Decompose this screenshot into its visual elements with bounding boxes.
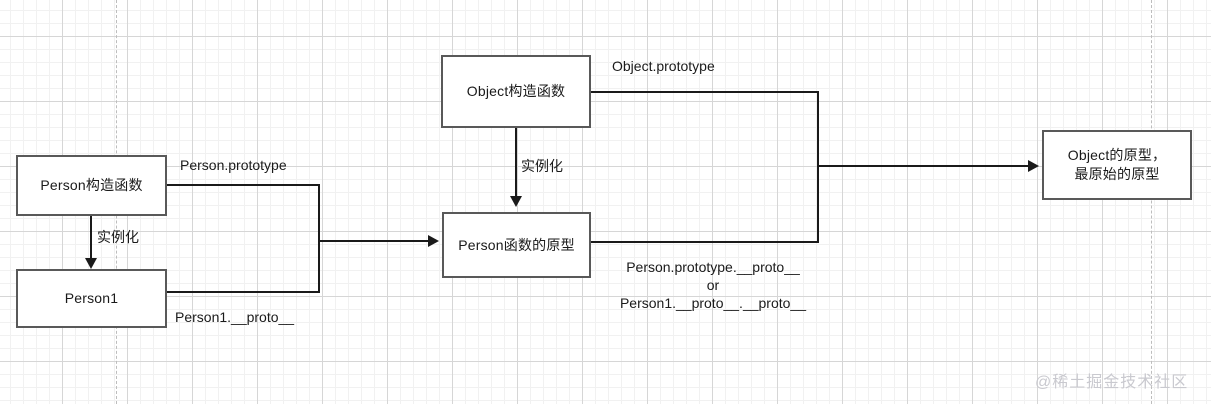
arrowhead-person-prototype bbox=[428, 235, 439, 247]
node-object-constructor[interactable]: Object构造函数 bbox=[441, 55, 591, 128]
arrowhead-person-instantiate bbox=[85, 258, 97, 269]
arrowhead-object-instantiate bbox=[510, 196, 522, 207]
edge-object-joiner-to-object-prototype bbox=[817, 165, 1034, 167]
edge-person-joiner-vertical bbox=[318, 184, 320, 293]
arrowhead-object-prototype bbox=[1028, 160, 1039, 172]
node-person1-instance[interactable]: Person1 bbox=[16, 269, 167, 328]
node-object-prototype-label-line1: Object的原型， bbox=[1067, 147, 1167, 163]
watermark: @稀土掘金技术社区 bbox=[1035, 374, 1189, 391]
label-person1-proto: Person1.__proto__ bbox=[175, 309, 295, 325]
edge-object-constructor-to-prototype bbox=[515, 128, 517, 199]
node-person-prototype[interactable]: Person函数的原型 bbox=[442, 212, 591, 278]
node-person1-instance-label: Person1 bbox=[64, 290, 119, 306]
label-person-instantiate: 实例化 bbox=[97, 229, 139, 245]
edge-object-prototype-top bbox=[591, 91, 819, 93]
page-break-guide-right bbox=[1151, 0, 1152, 404]
label-person-prototype: Person.prototype bbox=[180, 157, 287, 173]
node-object-prototype[interactable]: Object的原型， 最原始的原型 bbox=[1042, 130, 1192, 200]
node-object-prototype-label-line2: 最原始的原型 bbox=[1074, 166, 1160, 182]
label-object-instantiate: 实例化 bbox=[521, 158, 563, 174]
node-object-constructor-label: Object构造函数 bbox=[466, 83, 566, 99]
edge-object-joiner-vertical bbox=[817, 91, 819, 243]
edge-person1-proto-bottom bbox=[167, 291, 320, 293]
node-person-prototype-label: Person函数的原型 bbox=[458, 236, 575, 253]
label-proto-chain-line2: or bbox=[706, 277, 720, 293]
node-person-constructor[interactable]: Person构造函数 bbox=[16, 155, 167, 216]
edge-person-joiner-to-prototype bbox=[318, 240, 434, 242]
label-object-prototype: Object.prototype bbox=[612, 58, 715, 74]
edge-person-prototype-top bbox=[167, 184, 320, 186]
label-proto-chain-line1: Person.prototype.__proto__ bbox=[626, 259, 800, 275]
edge-proto-chain-bottom bbox=[591, 241, 819, 243]
edge-person-constructor-to-person1 bbox=[90, 216, 92, 261]
label-proto-chain-line3: Person1.__proto__.__proto__ bbox=[619, 295, 807, 311]
node-person-constructor-label: Person构造函数 bbox=[40, 177, 143, 193]
